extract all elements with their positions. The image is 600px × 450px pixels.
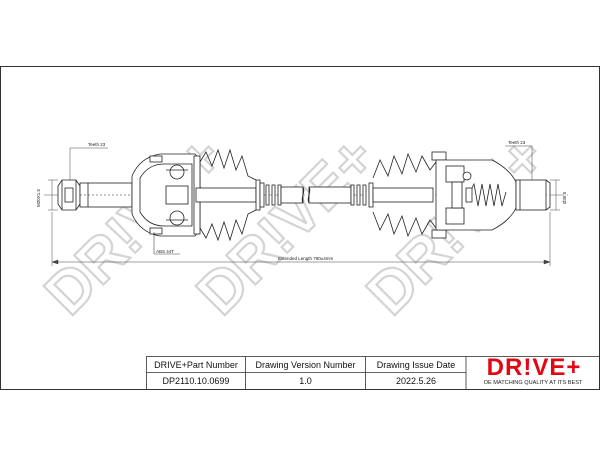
value-part-number: DP2110.10.0699: [162, 376, 230, 386]
drive-shaft: [280, 186, 352, 204]
teeth-label-left: Teeth 23: [88, 142, 106, 147]
teeth-label-right: Teeth 23: [508, 140, 526, 145]
header-issue-date: Drawing Issue Date: [376, 359, 456, 370]
abs-ring-label: ABS 44T: [156, 249, 174, 254]
value-issue-date: 2022.5.26: [395, 376, 437, 386]
header-part-number: DRIVE+Part Number: [154, 359, 238, 370]
extended-length-label: Extended Length 780±4mm: [278, 256, 334, 261]
spline-dia-left-label: M20X1.5: [36, 188, 41, 207]
spline-dia-right-label: Ø36.5: [562, 191, 567, 204]
drive-logo: DR!VE+: [486, 354, 582, 381]
logo-tagline: OE MATCHING QUALITY AT ITS BEST: [483, 380, 583, 386]
inner-cv-joint: [350, 151, 551, 239]
dimension-lines: [48, 145, 560, 266]
value-version-number: 1.0: [299, 376, 312, 386]
outer-cv-joint: [57, 148, 282, 254]
header-version-number: Drawing Version Number: [255, 359, 356, 370]
